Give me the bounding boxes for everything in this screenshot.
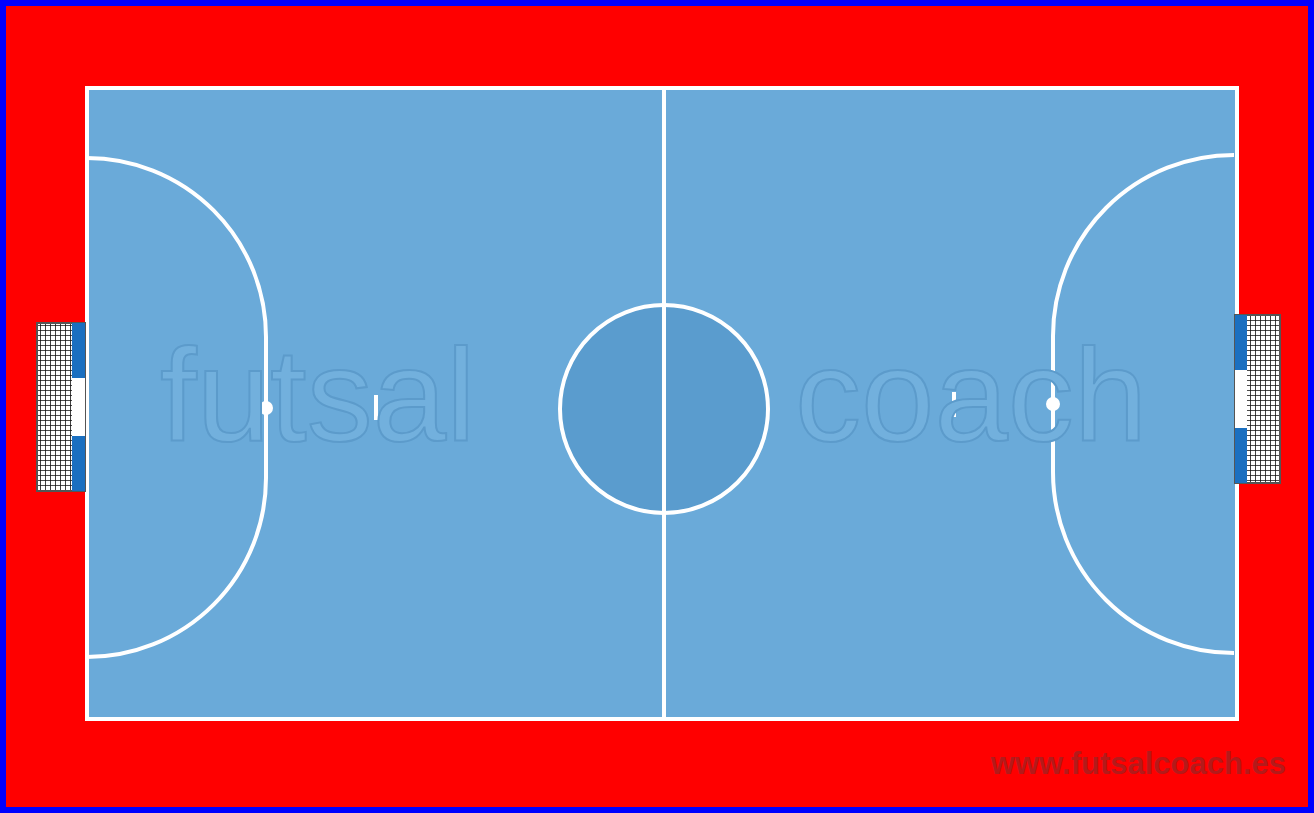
touch-line (87, 88, 1237, 719)
surround (6, 6, 1308, 807)
centre-circle (560, 305, 768, 513)
goal (37, 323, 85, 491)
watermark-text: coach (795, 330, 1147, 462)
halfway-line (662, 88, 666, 719)
website-url: www.futsalcoach.es (991, 748, 1286, 779)
goal (1235, 315, 1280, 483)
playing-area (87, 88, 1237, 719)
watermark-text: futsal (160, 330, 476, 462)
